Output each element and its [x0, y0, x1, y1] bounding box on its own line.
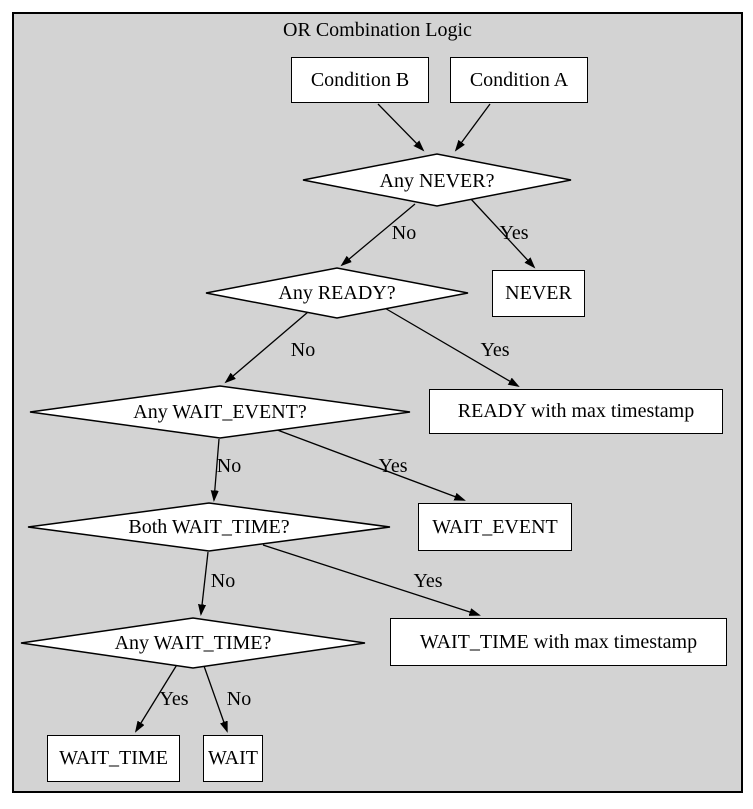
edge-both-wait-time-no	[201, 551, 209, 614]
decision-any-wait-event-shape	[29, 385, 411, 439]
decision-any-ready-label: Any READY?	[278, 282, 396, 304]
node-wait-time: WAIT_TIME	[47, 735, 180, 782]
edge-label-any-never-yes: Yes	[499, 222, 529, 244]
edge-condition-b-to-any-never	[377, 103, 423, 150]
edge-label-any-wait-time-no: No	[226, 688, 252, 710]
edge-any-never-no	[342, 203, 416, 265]
edge-label-any-never-no: No	[391, 222, 417, 244]
decision-any-ready-shape	[205, 267, 469, 319]
decision-any-wait-time-shape	[20, 617, 366, 669]
decision-any-never-shape	[302, 153, 572, 207]
edge-label-any-wait-event-yes: Yes	[378, 455, 408, 477]
edge-any-ready-yes	[382, 306, 518, 386]
edge-label-any-wait-time-yes: Yes	[159, 688, 189, 710]
decision-any-never-label: Any NEVER?	[379, 170, 495, 192]
node-condition-a: Condition A	[450, 57, 588, 103]
edge-label-both-wait-time-yes: Yes	[413, 570, 443, 592]
node-wait-event: WAIT_EVENT	[418, 503, 572, 551]
decision-any-wait-event-label: Any WAIT_EVENT?	[133, 401, 307, 423]
edge-both-wait-time-yes	[262, 544, 479, 615]
edge-any-wait-event-no	[214, 438, 220, 500]
diagram-title: OR Combination Logic	[283, 19, 472, 41]
edge-label-any-ready-yes: Yes	[480, 339, 510, 361]
edge-any-ready-no	[226, 311, 309, 382]
edge-label-both-wait-time-no: No	[210, 570, 236, 592]
edge-label-any-ready-no: No	[290, 339, 316, 361]
edge-any-wait-event-yes	[271, 427, 464, 500]
node-never: NEVER	[492, 270, 585, 317]
node-ready-with-max-timestamp: READY with max timestamp	[429, 389, 723, 434]
node-wait: WAIT	[203, 735, 263, 782]
node-condition-b: Condition B	[291, 57, 429, 103]
edge-any-never-yes	[469, 197, 534, 267]
decision-both-wait-time-shape	[27, 502, 391, 552]
edge-condition-a-to-any-never	[456, 103, 491, 150]
node-wait-time-with-max-timestamp: WAIT_TIME with max timestamp	[390, 618, 727, 666]
edge-label-any-wait-event-no: No	[216, 455, 242, 477]
decision-both-wait-time-label: Both WAIT_TIME?	[128, 516, 290, 538]
edge-any-wait-time-yes	[136, 662, 179, 731]
decision-any-wait-time-label: Any WAIT_TIME?	[114, 632, 272, 654]
edge-any-wait-time-no	[203, 665, 227, 731]
